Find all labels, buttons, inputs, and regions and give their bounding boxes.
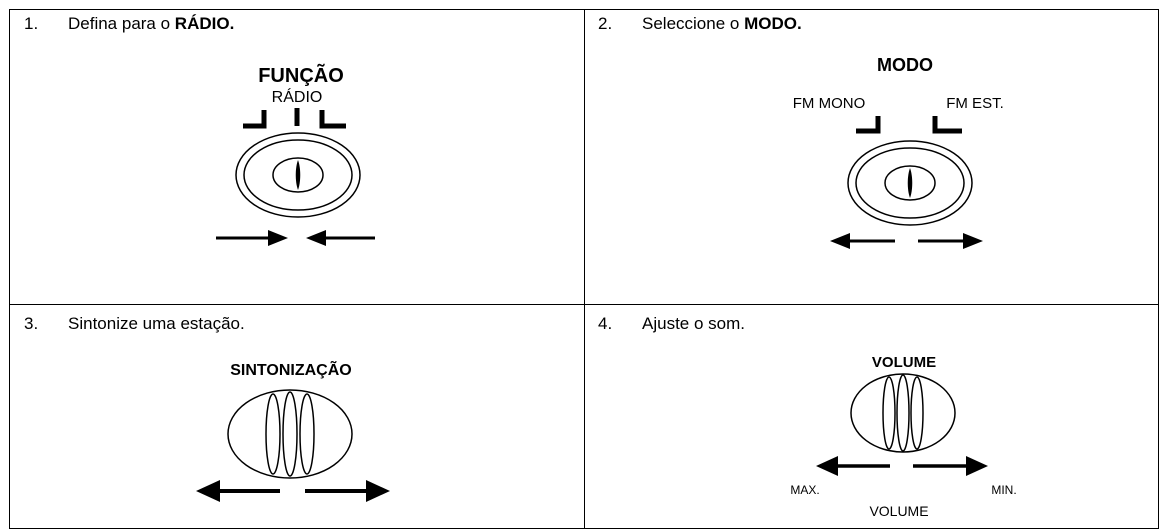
- mode-knob-core: [884, 165, 936, 201]
- tuning-wheel: [227, 389, 353, 479]
- step-1-emphasis: RÁDIO.: [174, 14, 235, 33]
- knob-core: [272, 157, 324, 193]
- row-divider: [10, 304, 1158, 305]
- tuning-title: SINTONIZAÇÃO: [230, 359, 351, 379]
- step-2-number: 2.: [598, 14, 613, 33]
- detent-left-mark: [243, 110, 267, 129]
- function-position-label: RÁDIO: [272, 87, 323, 106]
- volume-wheel-diagram: VOLUME MAX. MIN. VOLUME: [790, 354, 1016, 519]
- knob-outer-ring: [235, 132, 361, 218]
- step-1-text: Defina para o RÁDIO.: [68, 14, 234, 34]
- mode-knob-outer-ring: [847, 140, 973, 226]
- step-1-number: 1.: [24, 14, 39, 33]
- volume-max-label: MAX.: [790, 483, 819, 497]
- knob-inner-ring: [243, 139, 353, 211]
- step-1-instruction: Defina para o: [68, 14, 175, 33]
- column-divider: [584, 10, 585, 528]
- step-2-instruction: Seleccione o: [642, 14, 745, 33]
- step-3-text: Sintonize uma estação.: [68, 314, 245, 333]
- function-title: FUNÇÃO: [258, 64, 344, 87]
- tuning-wheel-diagram: SINTONIZAÇÃO: [196, 359, 390, 502]
- function-switch-diagram: FUNÇÃO RÁDIO: [216, 64, 375, 246]
- mode-right-label: FM EST.: [946, 95, 1004, 112]
- instruction-table: 1. Defina para o RÁDIO. 2. Seleccione o …: [9, 9, 1159, 529]
- tuning-ridge-1: [265, 393, 281, 475]
- volume-title: VOLUME: [872, 354, 936, 371]
- volume-ridge-3: [910, 376, 924, 450]
- mode-knob-inner-ring: [855, 147, 965, 219]
- step-2-emphasis: MODO.: [744, 14, 802, 33]
- step-3-number: 3.: [24, 314, 39, 333]
- volume-wheel: [850, 373, 956, 453]
- detent-stereo-mark: [932, 116, 962, 134]
- step-4-text: Ajuste o som.: [642, 314, 745, 333]
- tuning-ridge-2: [282, 391, 298, 477]
- mode-knob-indicator: [907, 168, 913, 198]
- step-2-text: Seleccione o MODO.: [642, 14, 802, 34]
- volume-ridge-1: [882, 376, 896, 450]
- step-4-number: 4.: [598, 314, 613, 333]
- detent-right-mark: [319, 110, 346, 129]
- detent-mono-mark: [856, 116, 881, 134]
- knob-indicator: [295, 160, 301, 190]
- volume-caption: VOLUME: [869, 503, 928, 519]
- volume-ridge-2: [896, 374, 910, 452]
- volume-min-label: MIN.: [991, 483, 1016, 497]
- mode-title: MODO: [877, 55, 933, 75]
- tuning-ridge-3: [299, 393, 315, 475]
- mode-switch-diagram: MODO FM MONO FM EST.: [793, 55, 1004, 249]
- mode-left-label: FM MONO: [793, 95, 866, 112]
